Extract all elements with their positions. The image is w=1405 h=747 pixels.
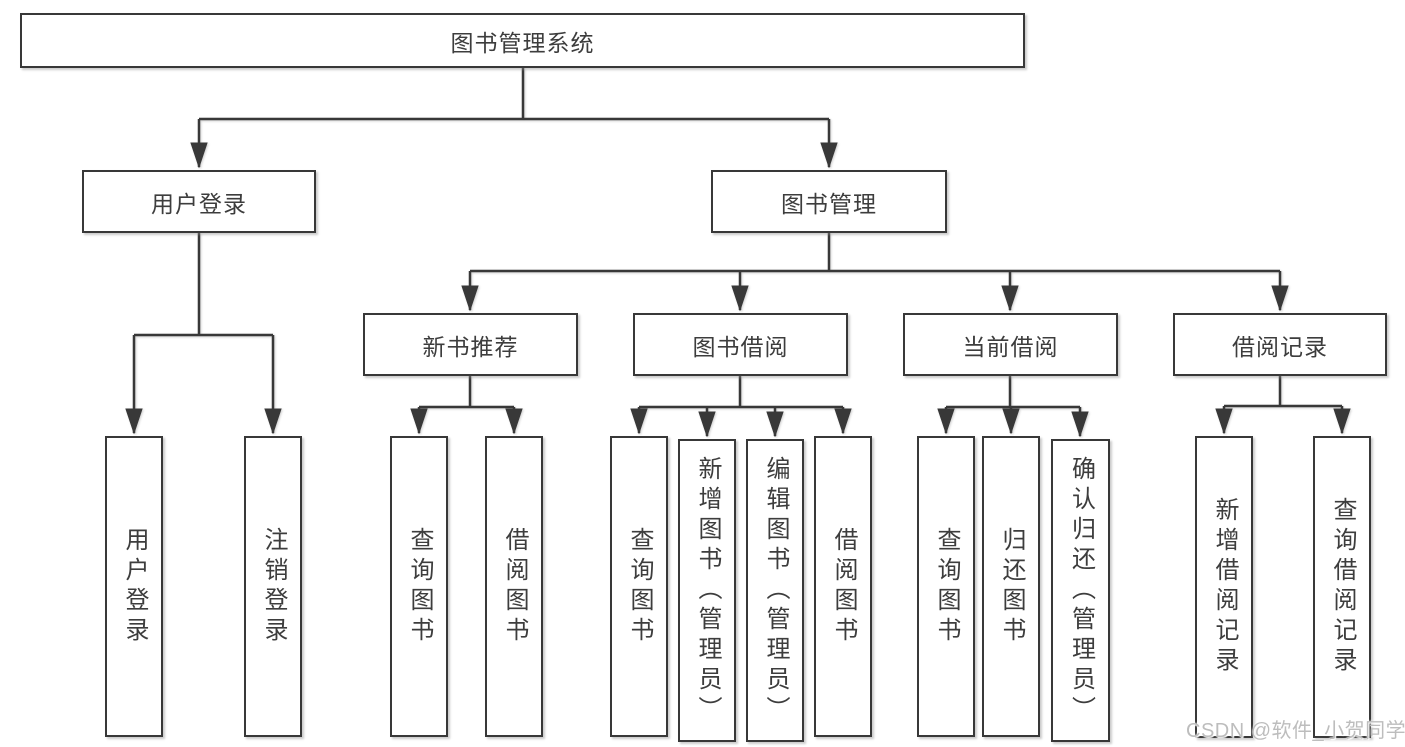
node-borrow-record: 借阅记录 [1173, 313, 1387, 376]
leaf-current-confirm-return-admin: 确认归还（管理员） [1051, 439, 1110, 742]
node-user-login: 用户登录 [82, 170, 316, 233]
leaf-current-return-books: 归还图书 [982, 436, 1040, 737]
leaf-user-login: 用户登录 [105, 436, 163, 737]
leaf-borrow-edit-books-admin: 编辑图书（管理员） [746, 439, 804, 742]
node-root: 图书管理系统 [20, 13, 1025, 68]
edge-lines [134, 68, 1342, 436]
leaf-newrec-query-books: 查询图书 [390, 436, 448, 737]
leaf-borrow-add-books-admin: 新增图书（管理员） [678, 439, 736, 742]
leaf-borrow-borrow-books: 借阅图书 [814, 436, 872, 737]
leaf-record-query: 查询借阅记录 [1313, 436, 1371, 738]
leaf-newrec-borrow-books: 借阅图书 [485, 436, 543, 737]
leaf-borrow-query-books: 查询图书 [610, 436, 668, 737]
leaf-current-query-books: 查询图书 [917, 436, 975, 737]
csdn-watermark: CSDN @软件_小贺同学 [1186, 720, 1405, 742]
node-current-borrow: 当前借阅 [903, 313, 1118, 376]
leaf-logout: 注销登录 [244, 436, 302, 737]
node-new-book-rec: 新书推荐 [363, 313, 578, 376]
leaf-record-add: 新增借阅记录 [1195, 436, 1253, 738]
node-book-borrow: 图书借阅 [633, 313, 848, 376]
node-book-mgmt: 图书管理 [711, 170, 947, 233]
